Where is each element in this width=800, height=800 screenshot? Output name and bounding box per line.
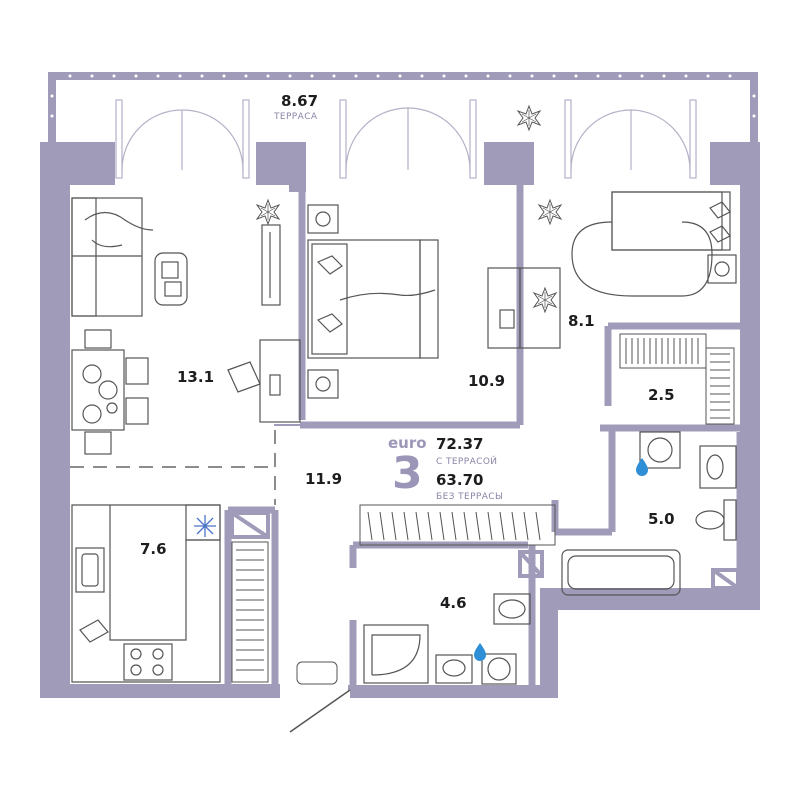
- dining-table: [71, 329, 149, 455]
- room-area-wardrobe: 2.5: [648, 386, 675, 404]
- wardrobe-rails: [619, 333, 735, 425]
- tv-stand: [261, 224, 281, 306]
- small-bathroom-fixtures: [363, 593, 531, 685]
- desk: [227, 339, 301, 423]
- room-area-kitchen: 7.6: [140, 540, 167, 558]
- area-with-terrace: 72.37: [436, 435, 484, 453]
- bedroom-desk: [487, 267, 561, 349]
- apartment-rooms-count: 3: [392, 448, 423, 499]
- coffee-table: [154, 252, 188, 306]
- room-area-bathroom-main: 5.0: [648, 510, 675, 528]
- terrace-label: ТЕРРАСА: [274, 112, 318, 122]
- hall-wardrobe: [231, 504, 556, 685]
- without-terrace-label: БЕЗ ТЕРРАСЫ: [436, 492, 504, 502]
- room-area-bedroom: 10.9: [468, 372, 506, 390]
- room-area-hall: 11.9: [305, 470, 343, 488]
- water-drop-icon: [474, 458, 648, 661]
- bathroom-fixtures: [561, 431, 737, 596]
- terrace: [48, 72, 758, 144]
- with-terrace-label: С ТЕРРАСОЙ: [436, 457, 498, 467]
- snowflake-icon: [194, 515, 216, 537]
- interior-walls: [224, 185, 744, 688]
- room-area-living: 13.1: [177, 368, 215, 386]
- bed-main: [307, 204, 439, 399]
- area-without-terrace: 63.70: [436, 471, 484, 489]
- entrance-door: [289, 689, 351, 733]
- room-area-bathroom-small: 4.6: [440, 594, 467, 612]
- shafts: [230, 511, 740, 590]
- zone-divider: [70, 430, 276, 505]
- room-area-bedroom2: 8.1: [568, 312, 595, 330]
- walls: [40, 142, 760, 698]
- kitchen-counters: [71, 504, 221, 683]
- bed-second: [571, 191, 737, 297]
- apartment-type-prefix: euro: [388, 434, 427, 452]
- terrace-doors: [115, 99, 697, 179]
- terrace-area: 8.67: [281, 92, 319, 110]
- sofa: [71, 197, 154, 317]
